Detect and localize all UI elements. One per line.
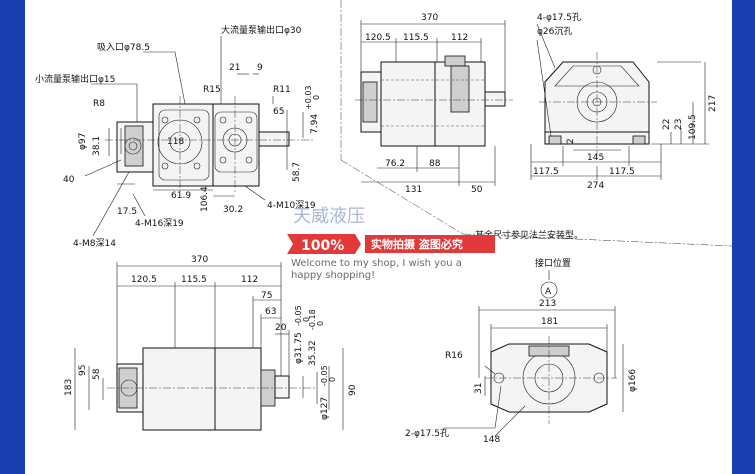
dim-97: φ97 — [78, 133, 88, 150]
inlet-label: 吸入口φ78.5 — [97, 42, 150, 53]
dim-7-94: 7.94 — [310, 114, 320, 134]
large-outlet-label: 大流量泵输出口φ30 — [221, 24, 302, 36]
flange-holes-label: 2-φ17.5孔 — [405, 428, 449, 439]
dim-118: 118 — [167, 137, 184, 147]
bottom-dim-120-5: 120.5 — [131, 275, 157, 285]
flange-dim-148: 148 — [483, 435, 500, 445]
port-position-label: 接口位置 — [535, 257, 571, 269]
bottom-dim-370: 370 — [191, 255, 208, 265]
watermark-shop-name: 天威液压 — [293, 206, 365, 227]
bottom-shaft-dia: φ31.75 — [294, 332, 304, 364]
end-view-labels: 4-φ17.5孔 φ26沉孔 217 22 23 109.5 2 145 117… — [533, 12, 718, 191]
end-dim-23: 23 — [674, 119, 684, 130]
side-view — [84, 36, 315, 237]
bottom-dim-115-5: 115.5 — [181, 275, 207, 285]
m16-thread-label: 4-M16深19 — [135, 218, 184, 229]
technical-drawing: 吸入口φ78.5 大流量泵输出口φ30 小流量泵输出口φ15 R8 R15 R1… — [35, 0, 732, 445]
dim-61-9: 61.9 — [171, 191, 191, 201]
marker-circle — [540, 281, 558, 299]
watermark-badge-shape — [287, 234, 361, 254]
drawing-sheet: 吸入口φ78.5 大流量泵输出口φ30 小流量泵输出口φ15 R8 R15 R1… — [25, 0, 732, 474]
bottom-dim-112: 112 — [241, 275, 258, 285]
end-dim-145: 145 — [587, 153, 604, 163]
end-dim-117-5-left: 117.5 — [533, 167, 559, 177]
bottom-dim-58: 58 — [92, 368, 102, 380]
bottom-dim-75: 75 — [261, 291, 272, 301]
end-dim-22: 22 — [662, 119, 672, 130]
m8-thread-label: 4-M8深14 — [73, 238, 116, 249]
bottom-dim-20: 20 — [275, 323, 287, 333]
note-text: 其余尺寸参见法兰安装型。 — [475, 229, 583, 241]
section-dividers — [340, 0, 732, 247]
r8-label: R8 — [93, 99, 105, 109]
bottom-dim-90: 90 — [348, 384, 358, 396]
flange-dim-31: 31 — [474, 383, 484, 394]
end-view — [530, 23, 709, 180]
end-dim-274: 274 — [587, 181, 604, 191]
watermark-welcome-1: Welcome to my shop, I wish you a — [291, 258, 462, 269]
top-dim-112: 112 — [451, 33, 468, 43]
top-dim-115-5: 115.5 — [403, 33, 429, 43]
dim-65: 65 — [273, 107, 284, 117]
bottom-dim-63: 63 — [265, 307, 276, 317]
flange-r16-label: R16 — [445, 351, 463, 361]
flange-dim-181: 181 — [541, 317, 558, 327]
dim-9: 9 — [257, 63, 263, 73]
dim-17-5: 17.5 — [117, 207, 137, 217]
r15-label: R15 — [203, 85, 221, 95]
bottom-shaft-tol2: 0 — [302, 317, 311, 322]
end-dim-2: 2 — [566, 138, 576, 144]
flange-dim-166: φ166 — [628, 369, 638, 392]
bottom-key-tol2: 0 — [316, 321, 325, 326]
dim-7-94-tol-dn: 0 — [312, 95, 321, 100]
watermark: 天威液压 100% 实物拍摄 盗图必究 Welcome to my shop, … — [287, 206, 495, 281]
dim-38-1: 38.1 — [92, 136, 102, 156]
small-outlet-label: 小流量泵输出口φ15 — [35, 73, 115, 85]
end-counterbore-label: φ26沉孔 — [537, 26, 572, 37]
bottom-key-dim: 35.32 — [308, 340, 318, 366]
flange-view — [443, 270, 624, 437]
dim-7-94-tol-up: +0.03 — [304, 85, 313, 110]
top-dim-131: 131 — [405, 185, 422, 195]
bottom-pilot-dia: φ127 — [320, 397, 330, 420]
top-view — [355, 20, 513, 186]
dim-40: 40 — [63, 175, 75, 185]
flange-view-labels: 接口位置 A 213 181 R16 31 2-φ17.5孔 148 φ166 — [405, 257, 638, 445]
bottom-dim-95: 95 — [78, 365, 88, 376]
top-dim-370: 370 — [421, 13, 438, 23]
r11-label: R11 — [273, 85, 291, 95]
top-dim-88: 88 — [429, 159, 441, 169]
top-dim-120-5: 120.5 — [365, 33, 391, 43]
watermark-badge: 100% — [301, 238, 344, 254]
top-view-labels: 370 120.5 115.5 112 76.2 88 131 50 — [365, 13, 483, 195]
watermark-slogan-bg — [365, 235, 495, 253]
bottom-dim-183: 183 — [64, 379, 74, 396]
dim-58-7: 58.7 — [292, 162, 302, 182]
flange-dim-213: 213 — [539, 299, 556, 309]
m10-thread-label: 4-M10深19 — [267, 200, 316, 211]
bottom-pilot-tol2: 0 — [328, 377, 337, 382]
watermark-slogan: 实物拍摄 盗图必究 — [371, 237, 463, 251]
bottom-view-labels: 370 120.5 115.5 112 75 63 20 183 95 58 φ… — [64, 255, 358, 420]
end-dim-109-5: 109.5 — [688, 114, 698, 140]
bottom-key-tol: -0.18 — [308, 309, 317, 330]
top-dim-50: 50 — [471, 185, 483, 195]
dim-21: 21 — [229, 63, 240, 73]
dim-30-2: 30.2 — [223, 205, 243, 215]
marker-a-label: A — [545, 287, 552, 297]
top-dim-76-2: 76.2 — [385, 159, 405, 169]
bottom-pilot-tol: -0.05 — [320, 365, 329, 386]
dim-106-4: 106.4 — [200, 186, 210, 212]
end-dim-117-5-right: 117.5 — [609, 167, 635, 177]
bottom-shaft-tol: -0.05 — [294, 305, 303, 326]
bottom-view — [74, 262, 344, 431]
end-dim-217: 217 — [708, 95, 718, 112]
watermark-welcome-2: happy shopping! — [291, 270, 375, 281]
side-view-labels: 吸入口φ78.5 大流量泵输出口φ30 小流量泵输出口φ15 R8 R15 R1… — [35, 24, 321, 249]
end-holes-label: 4-φ17.5孔 — [537, 12, 581, 23]
